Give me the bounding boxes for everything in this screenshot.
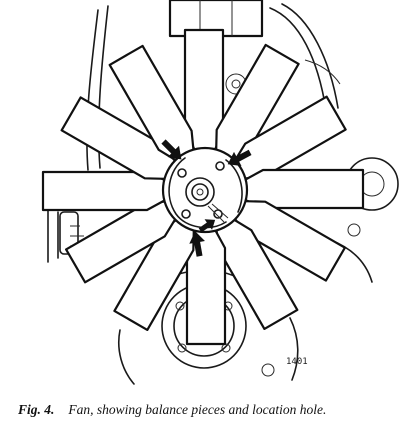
hub-bolt-hole (177, 168, 187, 178)
fan-blades (41, 28, 365, 346)
fan-illustration (41, 0, 399, 385)
figure-caption: Fig. 4. Fan, showing balance pieces and l… (18, 402, 408, 418)
arrow-icon (198, 219, 216, 233)
hub-centre-boss (185, 177, 215, 207)
hub-bolt-hole (181, 209, 191, 219)
callout-arrows (161, 139, 252, 257)
location-hole (213, 209, 223, 219)
fan-hub (161, 146, 249, 234)
fan-line-drawing (41, 0, 399, 385)
hub-bolt-hole (215, 161, 225, 171)
figure-number: Fig. 4. (18, 402, 55, 417)
figure-reference-code: 1401 (286, 357, 308, 367)
caption-text: Fan, showing balance pieces and location… (68, 402, 327, 417)
arrow-icon (161, 139, 182, 160)
arrow-icon (227, 149, 252, 166)
balance-piece-left (168, 157, 227, 229)
arrow-icon (189, 231, 205, 257)
